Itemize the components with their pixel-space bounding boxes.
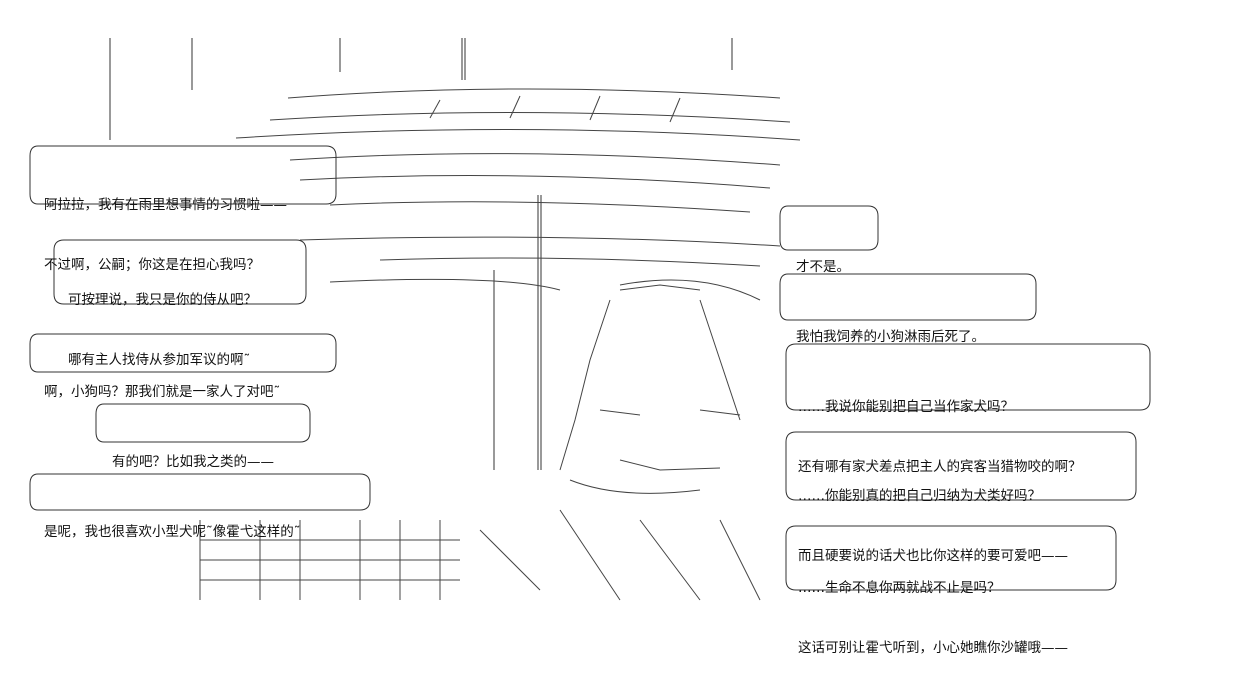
figure-body [199, 284, 761, 601]
ascii-art-scene [29, 38, 1151, 601]
dialogue-line: 这话可别让霍弋听到，小心她瞧你沙罐哦—— [798, 640, 1068, 656]
bubble-outline-2 [53, 239, 307, 305]
dialogue-bubble-7: 我怕我饲养的小狗淋雨后死了。 [796, 287, 985, 367]
dialogue-line: 阿拉拉，我有在雨里想事情的习惯啦—— [44, 197, 287, 213]
bubble-outline-8 [785, 343, 1151, 411]
bubble-outline-1 [29, 145, 337, 205]
dialogue-bubble-3: 啊，小狗吗？那我们就是一家人了对吧˜ [44, 342, 280, 422]
pillar-lines [109, 38, 733, 470]
dialogue-bubble-5: 是呢，我也很喜欢小型犬呢˜像霍弋这样的˜ [44, 482, 301, 562]
dialogue-line: 而且硬要说的话犬也比你这样的要可爱吧—— [798, 548, 1068, 564]
dialogue-line: ……我说你能别把自己当作家犬吗？ [798, 399, 1014, 415]
bubble-outline-6 [779, 205, 879, 251]
bubble-outlines [29, 145, 1151, 591]
figure-hair [235, 88, 801, 301]
dialogue-bubble-1: 阿拉拉，我有在雨里想事情的习惯啦—— 不过啊，公嗣；你这是在担心我吗？ [44, 155, 287, 295]
dialogue-bubble-4: 有的吧？比如我之类的—— [112, 412, 274, 492]
bubble-outline-3 [29, 333, 337, 373]
dialogue-line: ……你能别真的把自己归纳为犬类好吗？ [798, 488, 1041, 504]
dialogue-bubble-8: ……我说你能别把自己当作家犬吗？ 还有哪有家犬差点把主人的宾客当猎物咬的啊？ [798, 357, 1082, 497]
dialogue-bubble-10: ……生命不息你两就战不止是吗？ 这话可别让霍弋听到，小心她瞧你沙罐哦—— [798, 538, 1068, 678]
dialogue-line: 是呢，我也很喜欢小型犬呢˜像霍弋这样的˜ [44, 524, 301, 540]
dialogue-line: 还有哪有家犬差点把主人的宾客当猎物咬的啊？ [798, 459, 1082, 475]
bubble-outline-10 [785, 525, 1117, 591]
dialogue-bubble-6: 才不是。 [796, 217, 850, 297]
dialogue-bubble-2: 可按理说，我只是你的侍从吧？ 哪有主人找侍从参加军议的啊˜ [68, 250, 257, 390]
bubble-outline-5 [29, 473, 371, 511]
dialogue-line: 哪有主人找侍从参加军议的啊˜ [68, 352, 251, 368]
bubble-outline-4 [95, 403, 311, 443]
dialogue-line: 啊，小狗吗？那我们就是一家人了对吧˜ [44, 384, 281, 400]
bubble-outline-7 [779, 273, 1037, 321]
dialogue-line: ……生命不息你两就战不止是吗？ [798, 580, 1001, 596]
dialogue-bubble-9: ……你能别真的把自己归纳为犬类好吗？ 而且硬要说的话犬也比你这样的要可爱吧—— [798, 446, 1068, 586]
dialogue-line: 不过啊，公嗣；你这是在担心我吗？ [44, 257, 260, 273]
dialogue-line: 才不是。 [796, 259, 850, 275]
dialogue-line: 有的吧？比如我之类的—— [112, 454, 274, 470]
dialogue-line: 可按理说，我只是你的侍从吧？ [68, 292, 257, 308]
bubble-outline-9 [785, 431, 1137, 501]
dialogue-line: 我怕我饲养的小狗淋雨后死了。 [796, 329, 985, 345]
